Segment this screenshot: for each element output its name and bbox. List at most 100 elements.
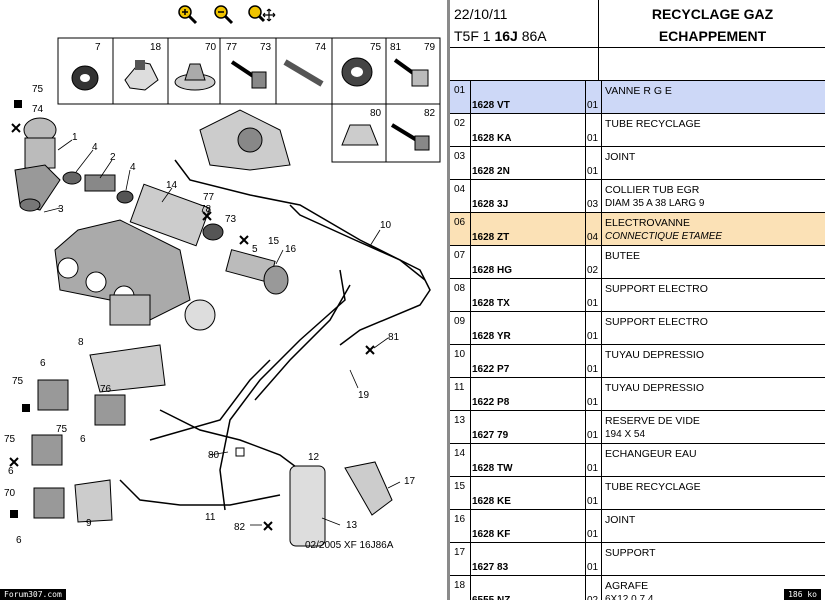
col-separator xyxy=(585,411,586,444)
part-quantity: 02 xyxy=(587,595,598,600)
zoom-in-icon[interactable] xyxy=(176,3,198,25)
col-separator xyxy=(585,510,586,543)
model-suffix: 86A xyxy=(517,28,547,44)
callout-6: 6 xyxy=(40,358,46,369)
part-quantity: 01 xyxy=(587,463,599,474)
part-quantity: 01 xyxy=(587,430,599,441)
part-quantity: 01 xyxy=(587,100,599,111)
col-separator xyxy=(601,279,602,312)
col-separator xyxy=(585,444,586,477)
part-quantity: 01 xyxy=(587,529,599,540)
callout-11: 11 xyxy=(205,512,216,523)
zoom-out-icon[interactable] xyxy=(212,3,234,25)
part-reference: 1627 79 xyxy=(472,430,509,441)
part-reference: 1628 TX xyxy=(472,298,510,309)
zoom-toolbar xyxy=(0,0,447,28)
callout-10: 10 xyxy=(380,220,392,231)
row-index: 14 xyxy=(454,448,466,459)
site-watermark: Forum307.com xyxy=(0,589,66,600)
leader-lines xyxy=(43,139,401,526)
col-separator xyxy=(470,510,471,543)
callout-81: 81 xyxy=(390,42,402,53)
row-index: 09 xyxy=(454,316,466,327)
col-separator xyxy=(585,378,586,411)
col-separator xyxy=(585,477,586,510)
pane-divider[interactable] xyxy=(447,0,450,600)
callout-73b: 73 xyxy=(225,214,237,225)
zoom-pan-icon[interactable] xyxy=(246,3,276,25)
callout-1: 1 xyxy=(72,132,78,143)
bracket-support xyxy=(74,344,166,523)
part-reference: 1627 83 xyxy=(472,562,509,573)
col-separator xyxy=(470,180,471,213)
part-reference: 1628 3J xyxy=(472,199,509,210)
callout-4b: 4 xyxy=(130,162,136,173)
part-reference: 1622 P8 xyxy=(472,397,510,408)
part-description: SUPPORT ELECTRO xyxy=(605,316,708,328)
col-separator xyxy=(601,477,602,510)
callout-13: 13 xyxy=(346,520,358,531)
part-detail: 6X12 0.7 4 xyxy=(605,594,654,600)
parts-list-pane: 22/10/11 T5F 1 16J 86A RECYCLAGE GAZ ECH… xyxy=(450,0,825,600)
col-separator xyxy=(470,81,471,114)
row-index: 17 xyxy=(454,547,466,558)
part-description: COLLIER TUB EGR xyxy=(605,184,700,196)
row-index: 08 xyxy=(454,283,466,294)
clamp-and-tubes xyxy=(62,171,134,204)
row-index: 06 xyxy=(454,217,466,228)
part-reference: 1628 KF xyxy=(472,529,511,540)
callout-75e: 75 xyxy=(4,434,16,445)
col-separator xyxy=(601,213,602,246)
col-separator xyxy=(585,345,586,378)
col-separator xyxy=(601,81,602,114)
inset-part-18 xyxy=(124,60,159,91)
part-description: ECHANGEUR EAU xyxy=(605,448,697,460)
col-separator xyxy=(601,180,602,213)
throttle-body xyxy=(109,294,216,331)
part-reference: 1628 VT xyxy=(472,100,510,111)
table-row[interactable]: 186555 NZ02AGRAFE6X12 0.7 4 xyxy=(450,575,825,600)
callout-70: 70 xyxy=(205,42,217,53)
callout-4: 4 xyxy=(92,142,98,153)
callout-74: 74 xyxy=(315,42,327,53)
callout-79: 79 xyxy=(424,42,436,53)
egr-cooler-top xyxy=(199,109,291,171)
callout-6d: 6 xyxy=(16,535,22,546)
part-description: TUBE RECYCLAGE xyxy=(605,481,701,493)
callout-75c: 75 xyxy=(12,376,24,387)
part-description: TUYAU DEPRESSIO xyxy=(605,382,704,394)
col-separator xyxy=(601,444,602,477)
callout-19: 19 xyxy=(358,390,370,401)
part-detail: DIAM 35 A 38 LARG 9 xyxy=(605,198,705,209)
callout-16: 16 xyxy=(285,244,297,255)
part-reference: 1628 KE xyxy=(472,496,511,507)
callout-77: 77 xyxy=(226,42,238,53)
part-description: TUYAU DEPRESSIO xyxy=(605,349,704,361)
row-index: 10 xyxy=(454,349,466,360)
date-label: 22/10/11 xyxy=(454,6,508,22)
part-quantity: 01 xyxy=(587,166,599,177)
callout-14: 14 xyxy=(166,180,178,191)
col-separator xyxy=(601,576,602,600)
part-quantity: 01 xyxy=(587,298,599,309)
intake-manifold xyxy=(54,219,191,321)
row-index: 15 xyxy=(454,481,466,492)
callout-2: 2 xyxy=(110,152,116,163)
row-index: 11 xyxy=(454,382,465,393)
part-quantity: 03 xyxy=(587,199,599,210)
